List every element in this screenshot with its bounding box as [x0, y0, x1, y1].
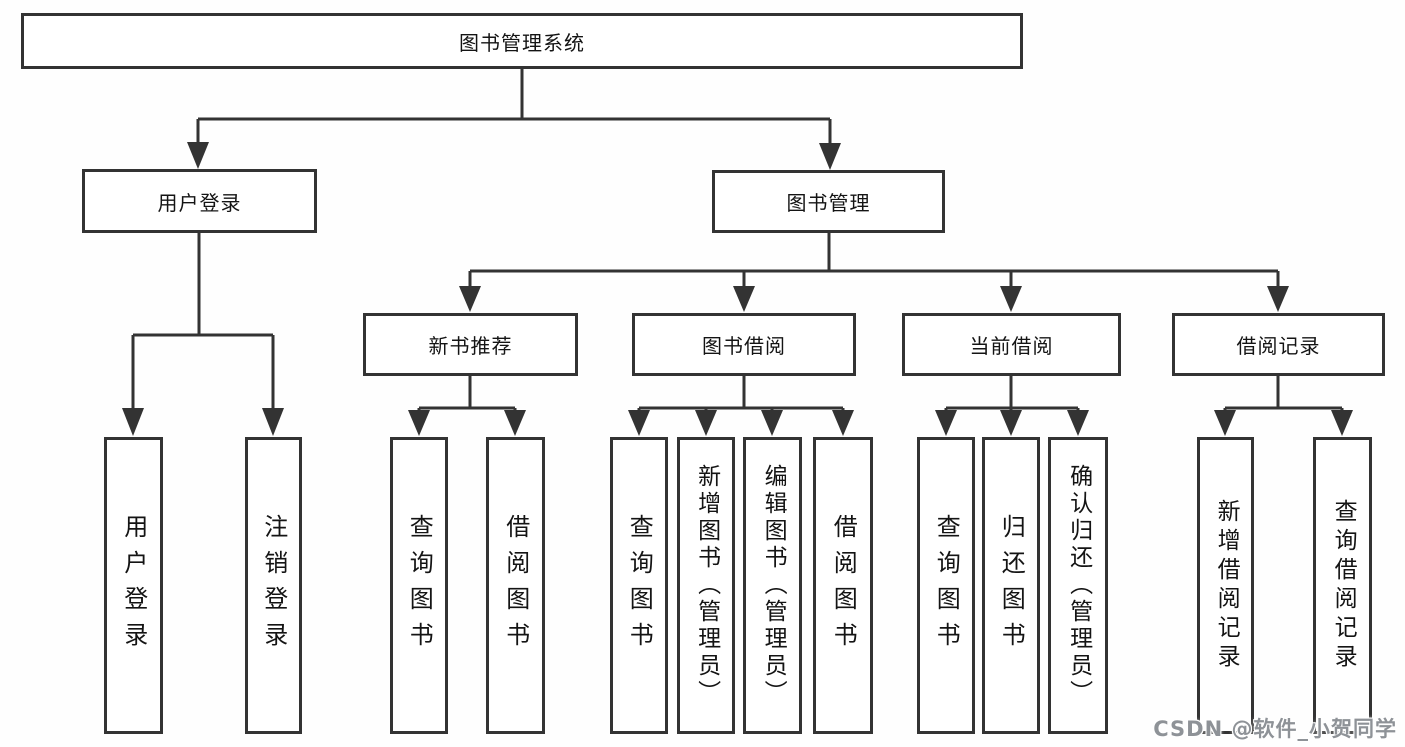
leaf-borrow-books-recommend-label: 借阅图书 — [501, 513, 530, 658]
leaf-add-borrow-record: 新增借阅记录 — [1197, 437, 1254, 734]
leaf-confirm-return-admin-label: 确认归还（管理员） — [1065, 464, 1092, 707]
leaf-add-book-admin: 新增图书（管理员） — [677, 437, 735, 734]
leaf-query-books-borrowing-label: 查询图书 — [625, 513, 654, 658]
node-borrow-records-label: 借阅记录 — [1236, 334, 1321, 358]
node-current-borrowing: 当前借阅 — [902, 313, 1121, 376]
leaf-borrow-books-recommend: 借阅图书 — [486, 437, 545, 734]
watermark-text: CSDN @软件_小贺同学 — [1153, 717, 1397, 741]
node-new-book-recommend-label: 新书推荐 — [428, 334, 513, 358]
node-book-management: 图书管理 — [712, 170, 945, 233]
leaf-query-borrow-record: 查询借阅记录 — [1313, 437, 1372, 734]
node-new-book-recommend: 新书推荐 — [363, 313, 578, 376]
leaf-user-login-label: 用户登录 — [119, 513, 148, 658]
leaf-add-borrow-record-label: 新增借阅记录 — [1213, 498, 1240, 673]
leaf-logout-label: 注销登录 — [259, 513, 288, 658]
leaf-borrow-books-borrowing-label: 借阅图书 — [829, 513, 858, 658]
node-book-borrowing: 图书借阅 — [632, 313, 856, 376]
leaf-query-borrow-record-label: 查询借阅记录 — [1330, 498, 1357, 673]
leaf-return-book-label: 归还图书 — [997, 513, 1026, 658]
leaf-confirm-return-admin: 确认归还（管理员） — [1048, 437, 1108, 734]
node-root: 图书管理系统 — [21, 13, 1023, 69]
leaf-edit-book-admin-label: 编辑图书（管理员） — [760, 464, 787, 707]
leaf-user-login: 用户登录 — [104, 437, 163, 734]
leaf-add-book-admin-label: 新增图书（管理员） — [693, 464, 720, 707]
node-borrow-records: 借阅记录 — [1172, 313, 1385, 376]
leaf-query-books-recommend: 查询图书 — [390, 437, 448, 734]
node-current-borrowing-label: 当前借阅 — [969, 334, 1054, 358]
node-book-management-label: 图书管理 — [786, 191, 871, 215]
leaf-query-books-current-label: 查询图书 — [932, 513, 961, 658]
leaf-logout: 注销登录 — [245, 437, 302, 734]
node-user-login-label: 用户登录 — [157, 190, 242, 215]
node-root-label: 图书管理系统 — [459, 30, 585, 55]
leaf-borrow-books-borrowing: 借阅图书 — [813, 437, 873, 734]
leaf-query-books-recommend-label: 查询图书 — [405, 513, 434, 658]
leaf-edit-book-admin: 编辑图书（管理员） — [743, 437, 802, 734]
leaf-return-book: 归还图书 — [982, 437, 1040, 734]
node-book-borrowing-label: 图书借阅 — [702, 334, 786, 358]
leaf-query-books-current: 查询图书 — [917, 437, 975, 734]
node-user-login: 用户登录 — [82, 169, 317, 233]
leaf-query-books-borrowing: 查询图书 — [610, 437, 668, 734]
